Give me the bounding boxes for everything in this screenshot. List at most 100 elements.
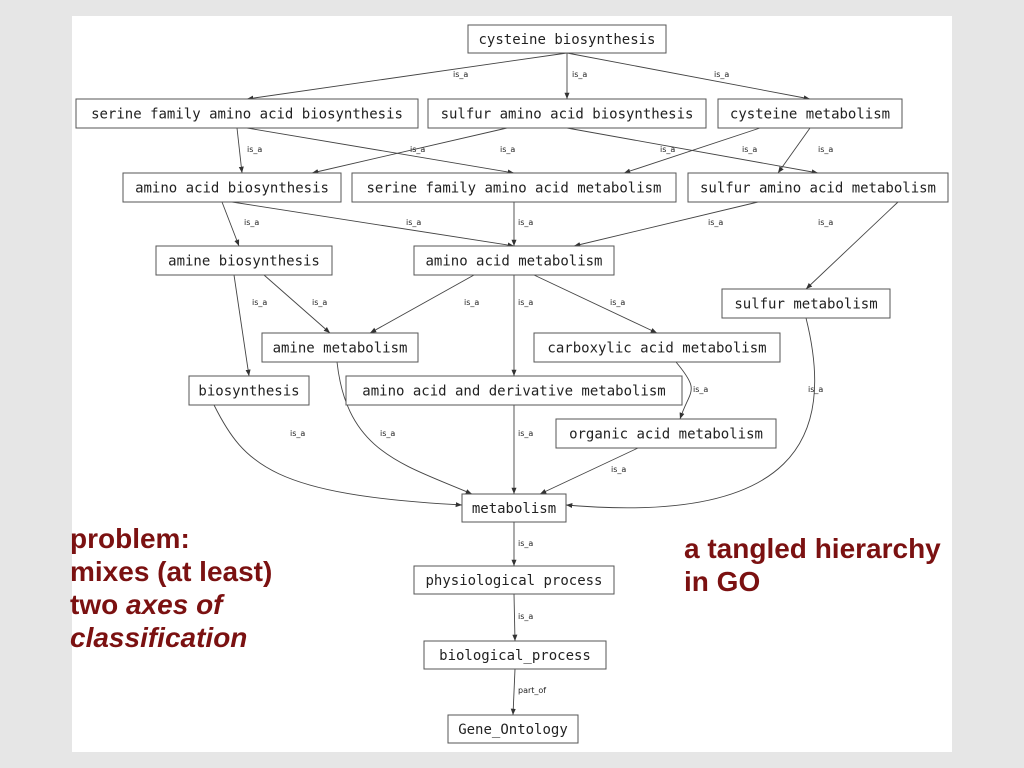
edge-label: is_a [247,145,262,154]
edge-label: is_a [714,70,729,79]
node-box [261,332,419,363]
caption-problem-line-2: mixes (at least) [70,556,273,587]
node-label: sulfur metabolism [734,297,877,313]
edge-label: is_a [818,218,833,227]
node-box [687,172,949,203]
caption-problem-line-3-plain: two [70,589,126,620]
node-aa-metab: amino acid metabolism [413,245,615,276]
node-label: physiological process [425,573,602,589]
node-box [447,714,579,744]
node-gene-ontology: Gene_Ontology [447,714,579,744]
edge-label: is_a [518,612,533,621]
edge-label: is_a [453,70,468,79]
node-label: amino acid metabolism [425,254,602,270]
node-label: metabolism [472,501,556,517]
node-carboxylic-metab: carboxylic acid metabolism [533,332,781,363]
edge-label: is_a [518,298,533,307]
node-serine-family-biosyn: serine family amino acid biosynthesis [75,98,419,129]
node-metabolism: metabolism [461,493,567,523]
edge-carboxylic_metab-to-organic_acid_metab [675,361,692,420]
node-box [461,493,567,523]
node-serine-family-metab: serine family amino acid metabolism [351,172,677,203]
edge-label: is_a [742,145,757,154]
edge-label: is_a [693,385,708,394]
edge-label: is_a [406,218,421,227]
node-box [345,375,683,406]
node-box [188,375,310,406]
edge-label: is_a [818,145,833,154]
edge-label: is_a [518,218,533,227]
caption-problem-line-1: problem: [70,523,190,554]
node-amine-metab: amine metabolism [261,332,419,363]
node-box [427,98,707,129]
node-biosynthesis: biosynthesis [188,375,310,406]
edge-cysteine_metabolism-to-serine_family_metab [623,127,761,174]
node-box [467,24,667,54]
edge-label: is_a [518,429,533,438]
node-box [413,245,615,276]
edge-label: is_a [572,70,587,79]
node-label: amine metabolism [273,341,408,357]
node-label: cysteine biosynthesis [478,32,655,48]
edge-amine_metab-to-metabolism [336,361,473,495]
node-sulfur-aa-metab: sulfur amino acid metabolism [687,172,949,203]
edge-label: is_a [660,145,675,154]
node-label: biological_process [439,648,591,664]
node-label: carboxylic acid metabolism [547,341,766,357]
edge-aa_metab-to-amine_metab [369,274,475,334]
edge-label: is_a [808,385,823,394]
edge-cysteine_biosynthesis-to-cysteine_metabolism [566,52,811,101]
edge-amine_biosyn-to-amine_metab [263,274,331,334]
edge-amine_biosyn-to-biosynthesis [233,274,251,377]
node-label: sulfur amino acid metabolism [700,181,936,197]
edge-label: is_a [244,218,259,227]
node-box [423,640,607,670]
edge-label: is_a [708,218,723,227]
node-box [351,172,677,203]
edge-label: is_a [611,465,626,474]
edge-label: is_a [610,298,625,307]
edge-label: is_a [252,298,267,307]
edge-label: is_a [380,429,395,438]
edge-sulfur_aa_metab-to-sulfur_metab [805,201,899,290]
edge-aa_biosyn-to-amine_biosyn [221,201,240,247]
edge-label: is_a [312,298,327,307]
node-box [555,418,777,449]
edge-organic_acid_metab-to-metabolism [539,447,639,495]
node-label: cysteine metabolism [730,107,890,123]
node-label: biosynthesis [198,384,299,400]
node-label: serine family amino acid metabolism [366,181,661,197]
edge-aa_biosyn-to-aa_metab [231,201,515,248]
caption-tangled-hierarchy: a tangled hierarchy in GO [684,532,1014,598]
node-aa-biosyn: amino acid biosynthesis [122,172,342,203]
node-box [155,245,333,276]
edge-label: is_a [290,429,305,438]
diagram-panel: is_a is_a is_a is_a is_a is_a is_a is_a is_a is_a… [72,16,952,752]
edge-aa_metab-to-carboxylic_metab [533,274,658,334]
edge-serine_family_biosyn-to-aa_biosyn [236,127,244,174]
caption-problem: problem: mixes (at least) two axes of cl… [70,522,330,654]
caption-problem-line-3: two axes of [70,588,330,621]
node-cysteine-metabolism: cysteine metabolism [717,98,903,129]
node-organic-acid-metab: organic acid metabolism [555,418,777,449]
node-box [533,332,781,363]
edge-label: is_a [500,145,515,154]
edge-label: part_of [518,686,546,695]
edge-sulfur_metab-to-metabolism [565,317,816,509]
node-label: organic acid metabolism [569,427,763,443]
node-box [721,288,891,319]
node-label: amine biosynthesis [168,254,320,270]
node-aa-deriv-metab: amino acid and derivative metabolism [345,375,683,406]
caption-tangled-line-1: a tangled hierarchy [684,533,941,564]
node-cysteine-biosynthesis: cysteine biosynthesis [467,24,667,54]
node-label: Gene_Ontology [458,722,568,738]
edge-biosynthesis-to-metabolism [213,404,463,508]
node-physiological-process: physiological process [413,565,615,595]
node-label: serine family amino acid biosynthesis [91,107,403,123]
node-box [75,98,419,129]
node-label: amino acid and derivative metabolism [362,384,665,400]
ontology-graph: is_a is_a is_a is_a is_a is_a is_a is_a is_a is_a… [75,24,949,744]
caption-problem-line-4: classification [70,622,248,653]
edge-physiological_process-to-biological_process [512,593,518,642]
